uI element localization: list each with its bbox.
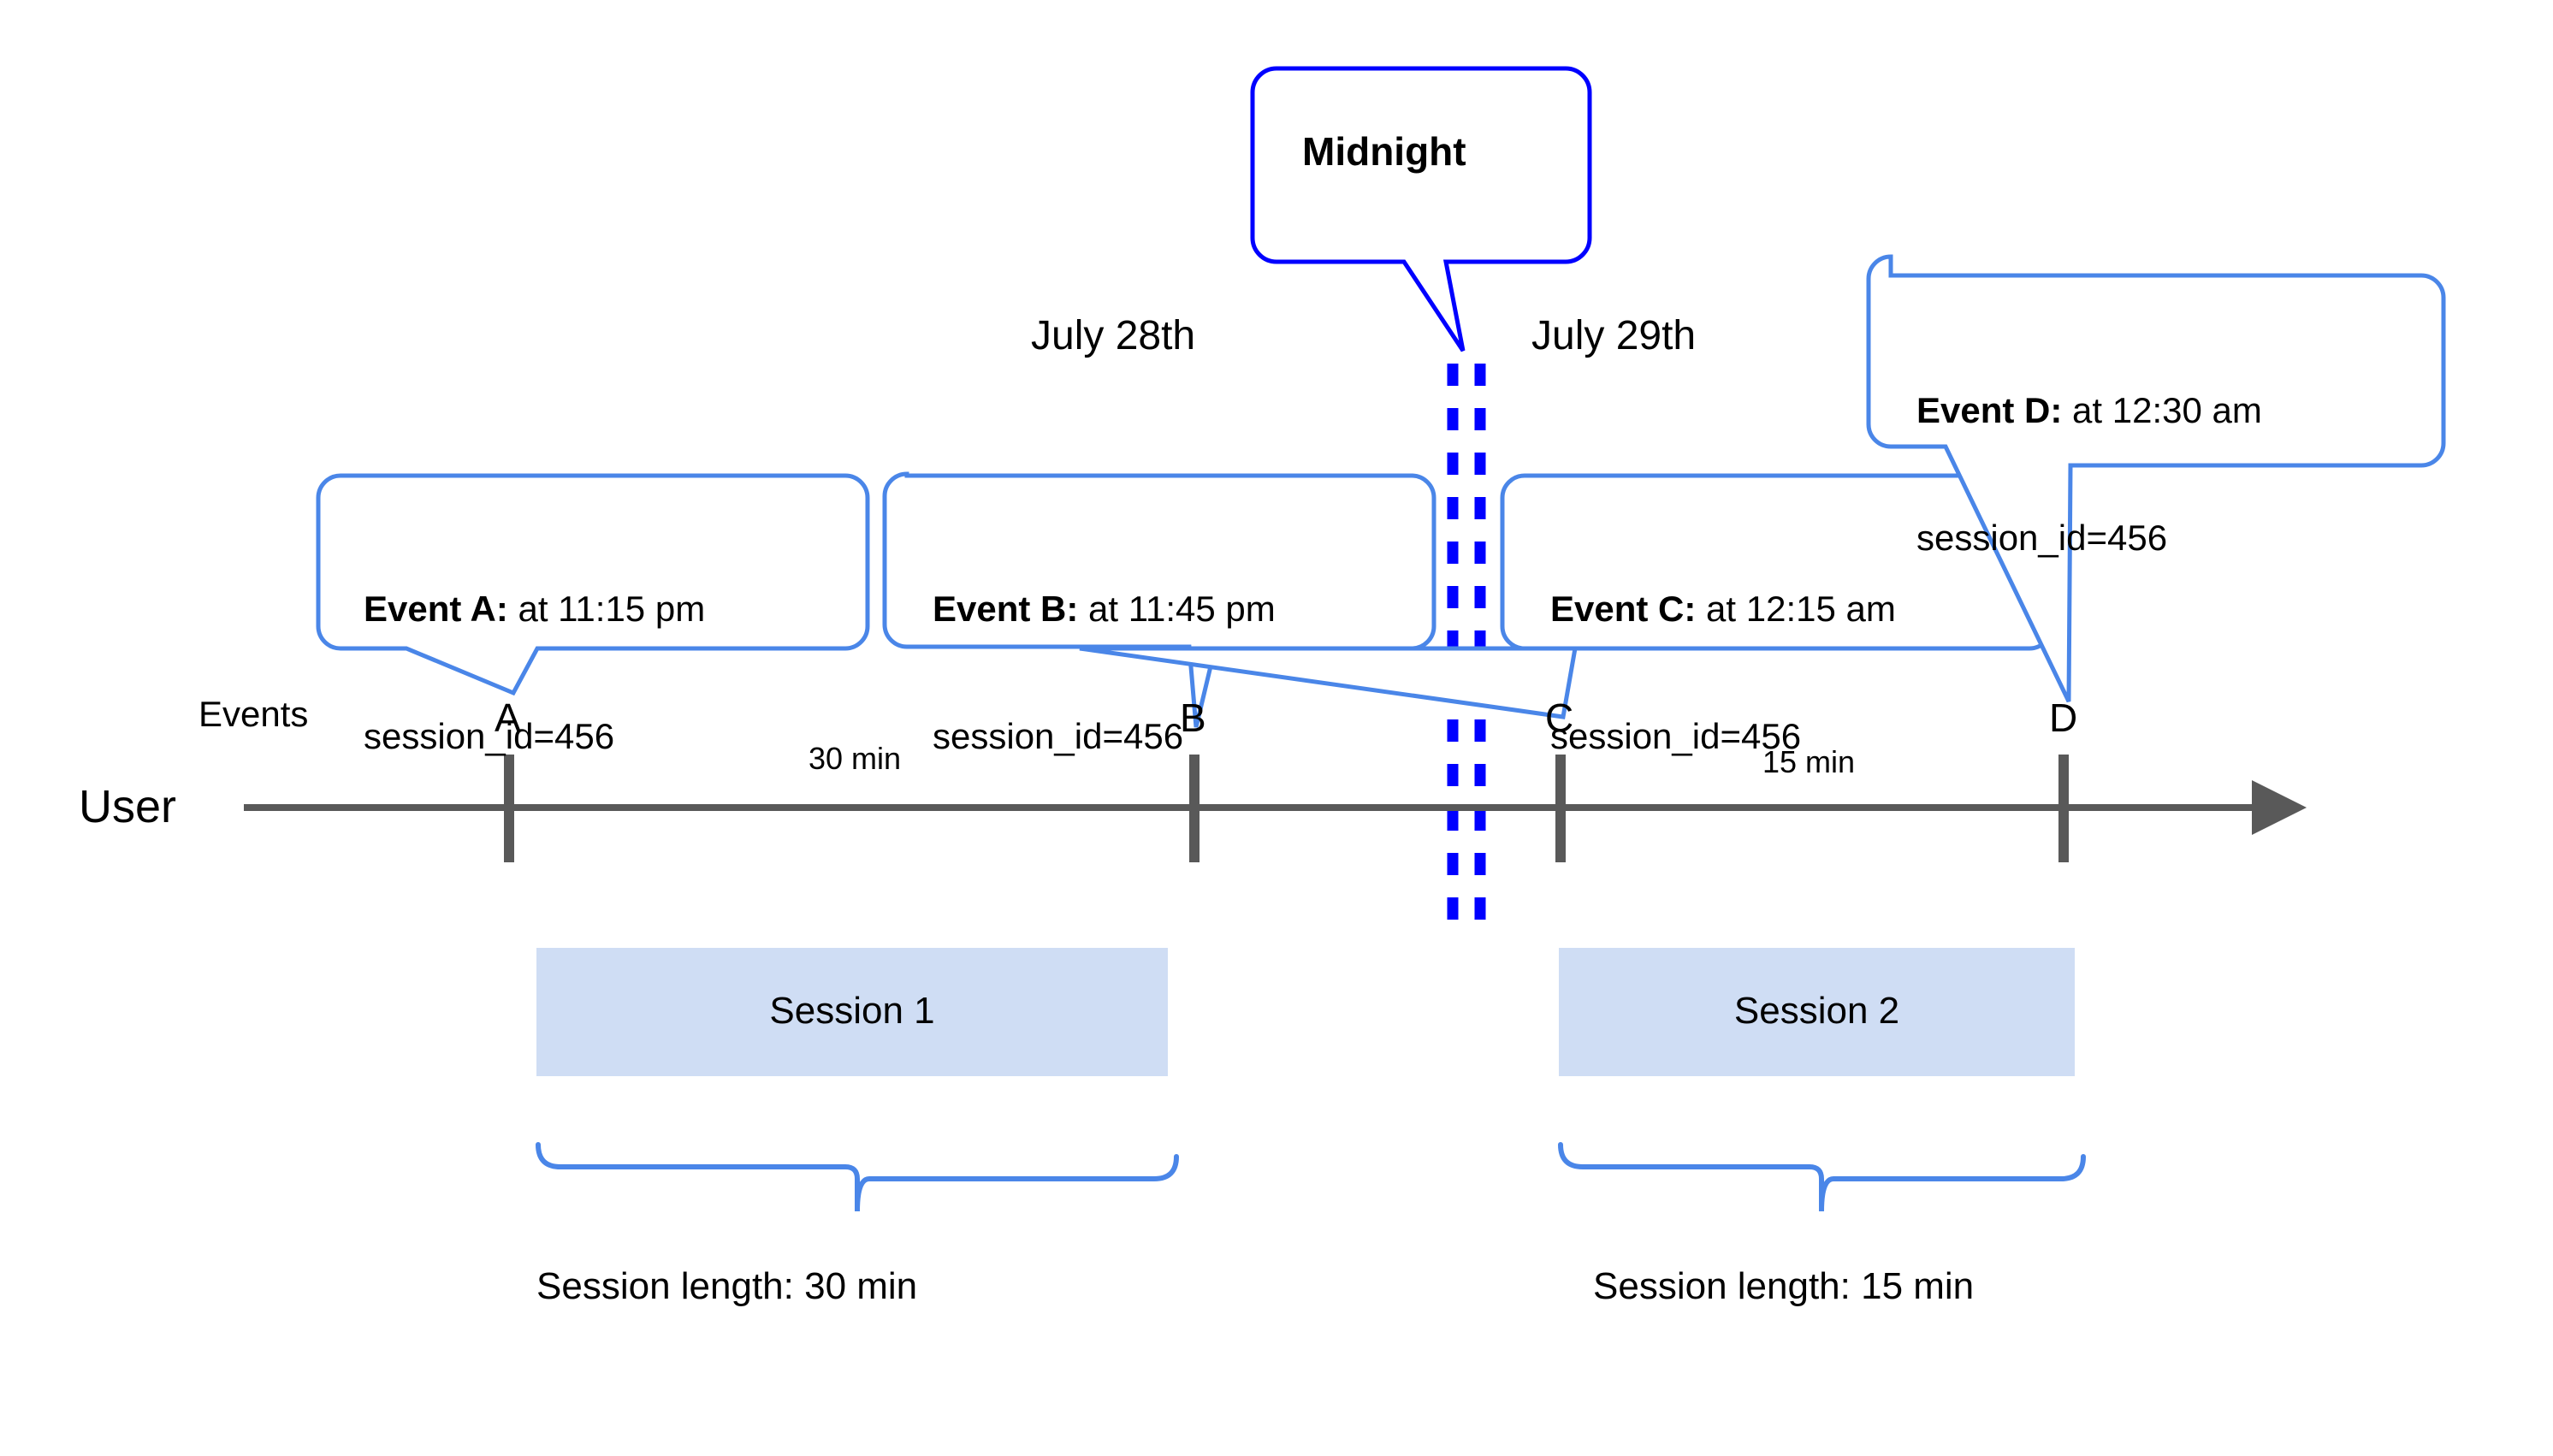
interval-label-15-min: 15 min [1762,744,1856,779]
event-a-session-id: session_id=456 [364,715,615,756]
event-b-callout-shape [882,471,1436,728]
event-a-callout-text: Event A: at 11:15 pm session_id=456 [364,503,705,842]
event-d-time: at 12:30 am [2062,390,2262,431]
date-label-july-29: July 29th [1531,313,1697,358]
event-d-session-id: session_id=456 [1916,517,2168,558]
session-2-box [1559,948,2075,1076]
event-a-callout-shape [316,473,870,696]
event-marker-a: A [495,695,521,740]
event-a-bold-prefix: Event A: [364,589,508,630]
session-1-length-label: Session length: 30 min [536,1265,918,1307]
session-2-length-label: Session length: 15 min [1593,1265,1975,1307]
row-label-events: Events [198,694,309,734]
event-c-callout-text: Event C: at 12:15 am session_id=456 [1550,503,1896,842]
session-1-brace [536,1142,1179,1212]
event-marker-c: C [1545,695,1574,740]
event-c-time: at 12:15 am [1696,589,1896,630]
session-2-label: Session 2 [1733,990,1900,1032]
session-1-label: Session 1 [769,990,935,1032]
event-d-bold-prefix: Event D: [1916,390,2063,431]
midnight-label: Midnight [1302,129,1466,174]
event-d-callout-shape [1866,254,2446,703]
session-2-brace [1558,1142,2086,1212]
date-label-july-28: July 28th [1031,313,1196,358]
event-b-time: at 11:45 pm [1078,589,1276,630]
midnight-callout-shape [1250,66,1592,352]
event-marker-b: B [1180,695,1206,740]
event-c-session-id: session_id=456 [1550,715,1802,756]
event-b-bold-prefix: Event B: [933,589,1079,630]
session-1-box [536,948,1168,1076]
event-d-callout-text: Event D: at 12:30 am session_id=456 [1916,305,2262,643]
row-label-user: User [79,781,177,832]
event-b-callout-text: Event B: at 11:45 pm session_id=456 [933,503,1276,842]
event-c-bold-prefix: Event C: [1550,589,1697,630]
event-marker-d: D [2049,695,2078,740]
interval-label-30-min: 30 min [809,741,902,776]
event-b-session-id: session_id=456 [933,715,1184,756]
event-a-time: at 11:15 pm [507,589,706,630]
